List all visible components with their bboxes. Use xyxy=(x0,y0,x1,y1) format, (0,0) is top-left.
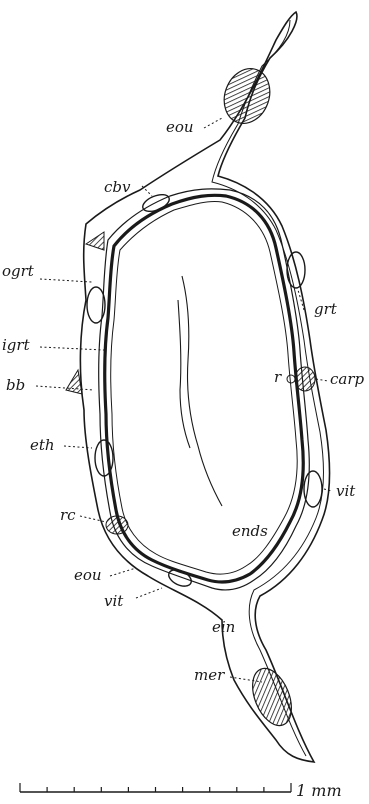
label-cbv: cbv xyxy=(104,178,131,196)
hatched-region-eou-top xyxy=(217,62,277,130)
label-rc: rc xyxy=(60,506,76,524)
leader-igrt xyxy=(40,347,104,350)
r-marker xyxy=(287,375,295,383)
label-bb: bb xyxy=(6,376,25,394)
cell-vit-right xyxy=(304,471,322,507)
hatched-region-rc xyxy=(106,516,128,534)
leader-rc xyxy=(80,516,106,522)
leader-eou-top xyxy=(204,118,222,128)
label-r: r xyxy=(274,368,282,386)
leader-eth xyxy=(64,446,92,448)
label-vit-right: vit xyxy=(336,482,356,500)
label-igrt: igrt xyxy=(2,336,31,354)
leader-bb xyxy=(36,386,94,390)
leader-carp xyxy=(316,379,328,381)
endosperm-line-a xyxy=(182,276,222,506)
hatched-region-carp xyxy=(295,367,315,391)
scale-bar-label: 1 mm xyxy=(296,781,342,800)
label-eou-top: eou xyxy=(166,118,194,136)
label-eth: eth xyxy=(30,436,55,454)
label-ends: ends xyxy=(232,522,268,540)
label-ogrt: ogrt xyxy=(2,262,35,280)
label-mer: mer xyxy=(194,666,225,684)
scale-bar xyxy=(20,783,291,792)
label-eou-bottom: eou xyxy=(74,566,102,584)
label-ein: ein xyxy=(212,618,235,636)
label-carp: carp xyxy=(330,370,365,388)
cell-vit-bottom xyxy=(166,567,194,590)
membrane-layer-2 xyxy=(105,195,304,582)
hatched-region-mer xyxy=(245,663,299,731)
label-grt: grt xyxy=(314,300,338,318)
leader-vit-bottom xyxy=(136,588,162,598)
label-vit-bottom: vit xyxy=(104,592,124,610)
membrane-layer-3 xyxy=(111,201,298,574)
hatched-region-bb xyxy=(66,370,82,394)
outer-wall xyxy=(80,12,329,762)
leader-eou-bottom xyxy=(110,568,136,576)
hatched-region-upper-left xyxy=(86,232,104,250)
